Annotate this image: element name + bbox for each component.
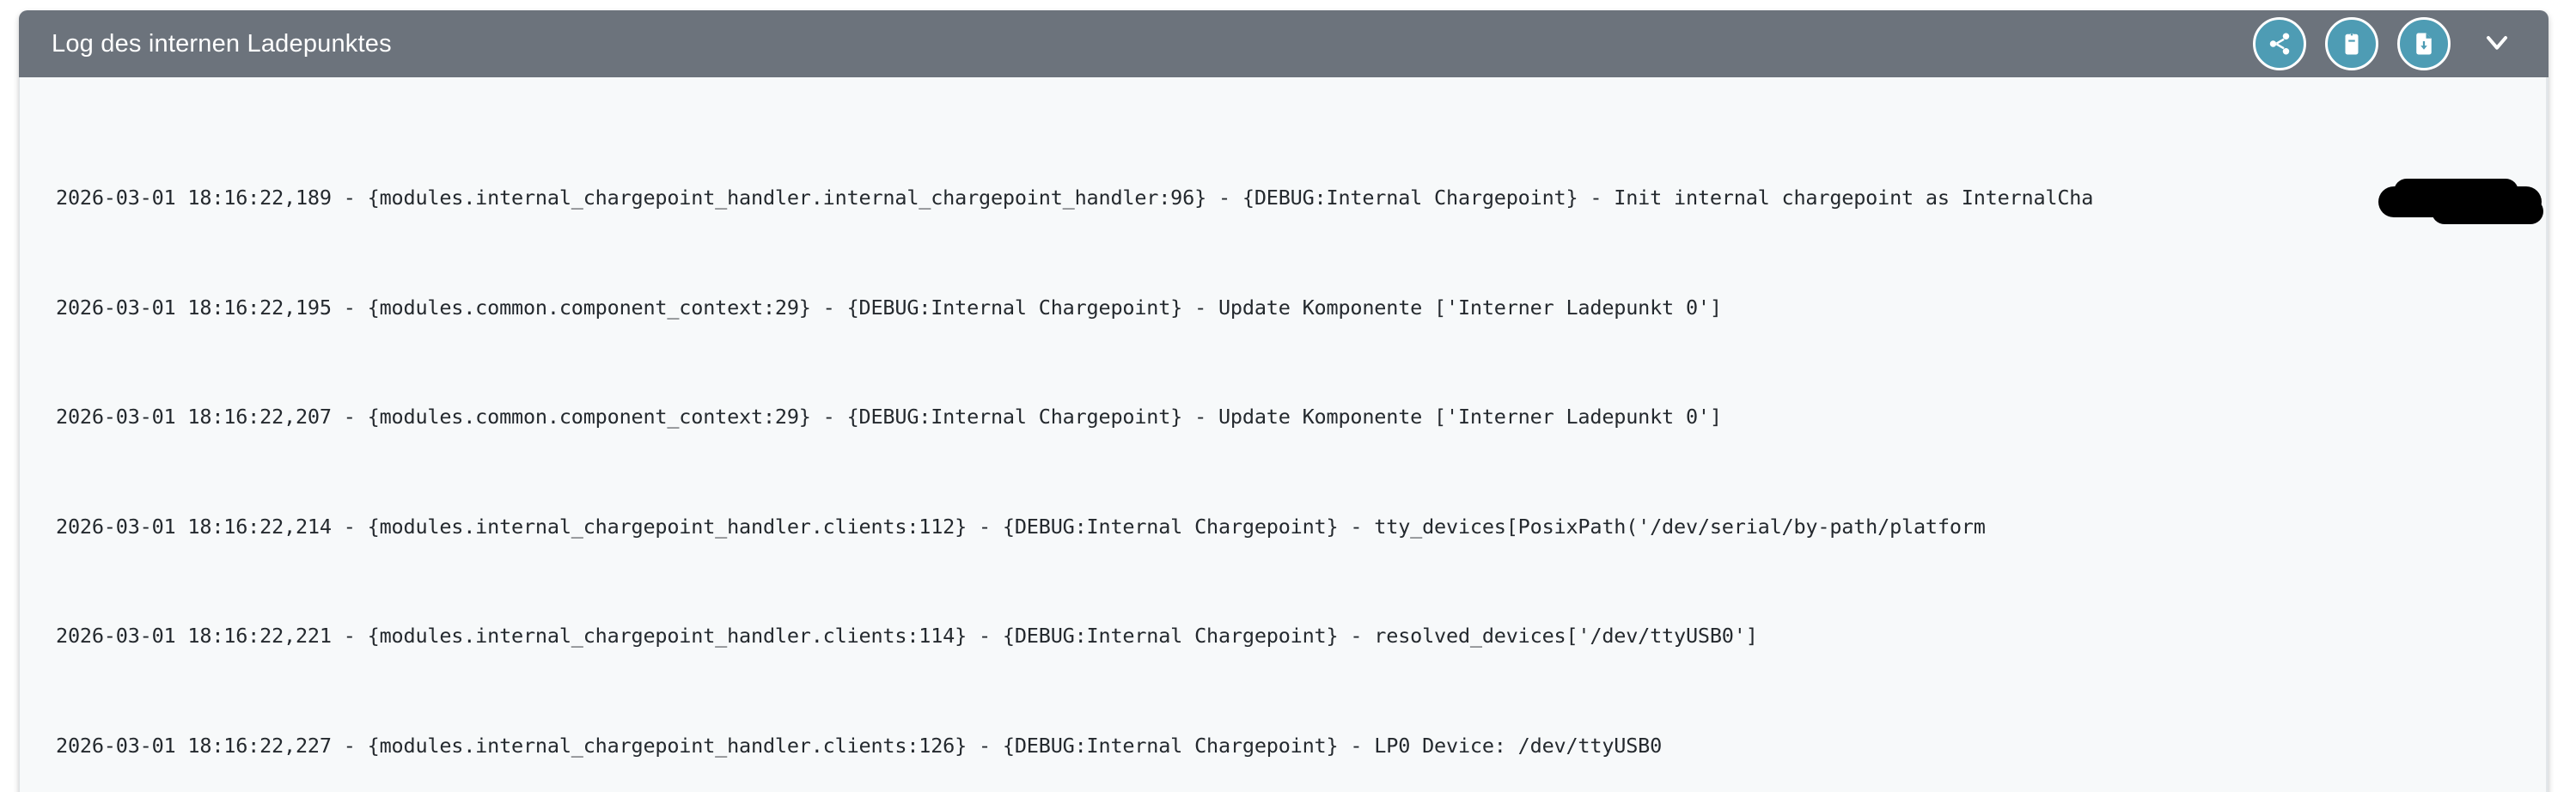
file-download-icon [2411,31,2437,57]
page-title: Log des internen Ladepunktes [52,29,392,58]
log-line: 2026-03-01 18:16:22,189 - {modules.inter… [56,186,2094,210]
clipboard-icon [2339,31,2365,57]
log-output: 2026-03-01 18:16:22,189 - {modules.inter… [20,107,2548,792]
log-card-header: Log des internen Ladepunktes [19,10,2549,77]
share-button[interactable] [2253,17,2306,70]
log-line: 2026-03-01 18:16:22,207 - {modules.commo… [56,405,1722,429]
share-icon [2267,31,2292,57]
log-scroll-edge[interactable] [2546,77,2548,792]
log-line: 2026-03-01 18:16:22,227 - {modules.inter… [56,733,1663,758]
log-line: 2026-03-01 18:16:22,195 - {modules.commo… [56,295,1722,320]
copy-to-clipboard-button[interactable] [2325,17,2378,70]
log-card: Log des internen Ladepunktes [19,10,2549,792]
chevron-down-icon [2480,25,2514,64]
log-card-body[interactable]: 2026-03-01 18:16:22,189 - {modules.inter… [19,77,2549,792]
header-actions [2253,17,2519,70]
collapse-button[interactable] [2475,21,2519,66]
download-file-button[interactable] [2397,17,2451,70]
log-line: 2026-03-01 18:16:22,221 - {modules.inter… [56,624,1758,648]
log-line: 2026-03-01 18:16:22,214 - {modules.inter… [56,514,1986,539]
